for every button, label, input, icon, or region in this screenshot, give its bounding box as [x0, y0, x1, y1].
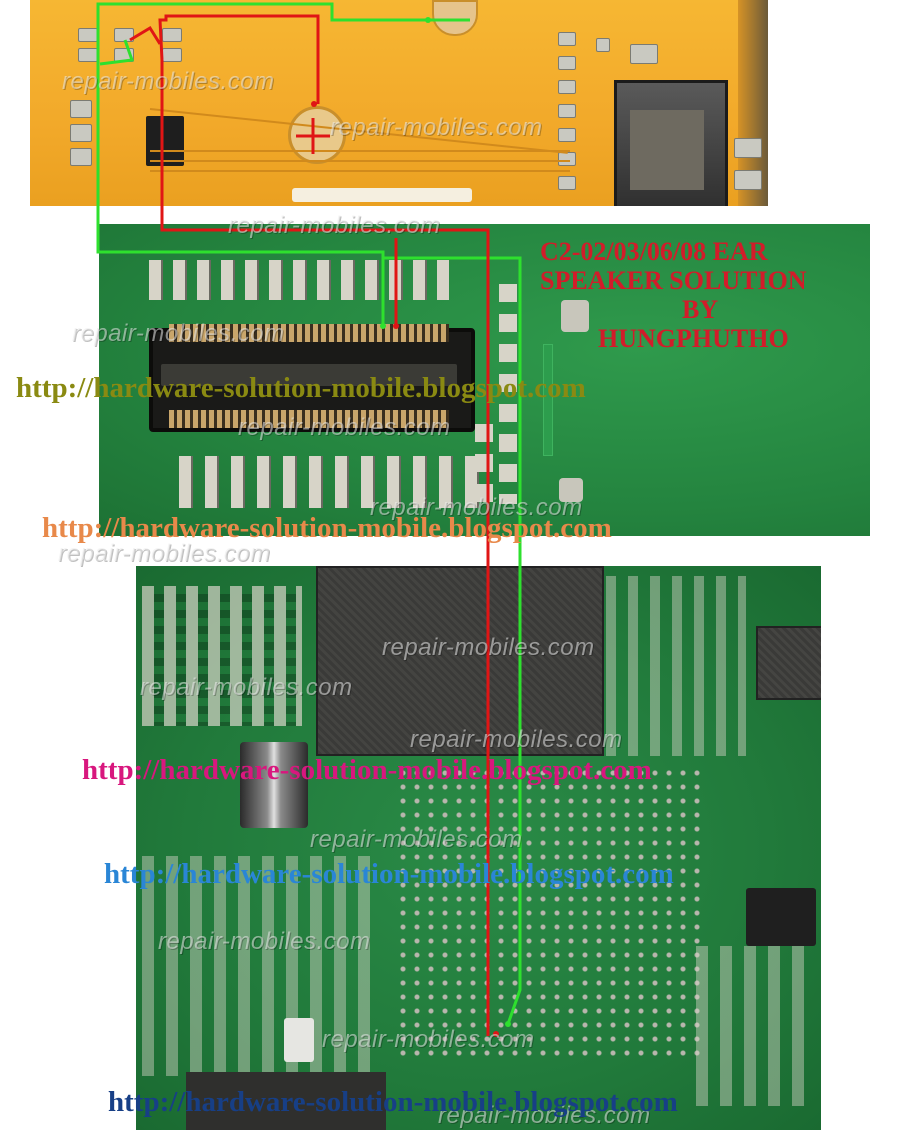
watermark: repair-mobiles.com [238, 414, 451, 441]
top-contact-pad [432, 0, 478, 36]
title-line-4: HUNGPHUTHO [598, 324, 789, 353]
watermark: repair-mobiles.com [310, 826, 523, 853]
flex-trace [150, 150, 570, 152]
flex-pad [558, 152, 576, 166]
flex-pad [558, 32, 576, 46]
flex-pad [70, 100, 92, 118]
flex-pad [114, 28, 134, 42]
flex-pad [70, 148, 92, 166]
title-line-1: C2-02/03/06/08 EAR [540, 237, 768, 266]
flex-pad [558, 128, 576, 142]
flex-trace [150, 160, 570, 162]
watermark: repair-mobiles.com [228, 212, 441, 239]
flex-pad [162, 28, 182, 42]
flex-text-strip [292, 188, 472, 202]
flex-pad [114, 48, 134, 62]
flex-pad [596, 38, 610, 52]
title-line-3: BY [682, 295, 719, 324]
watermark: repair-mobiles.com [438, 1102, 651, 1129]
watermark: repair-mobiles.com [322, 1026, 535, 1053]
watermark: repair-mobiles.com [330, 114, 543, 141]
title-line-2: SPEAKER SOLUTION [540, 266, 807, 295]
bottom-connector [186, 1072, 386, 1130]
watermark: repair-mobiles.com [410, 726, 623, 753]
white-cap [284, 1018, 314, 1062]
flex-ic [146, 116, 184, 166]
flex-pad [734, 170, 762, 190]
blog-url-4: http://hardware-solution-mobile.blogspot… [104, 858, 674, 890]
blog-url-2: http://hardware-solution-mobile.blogspot… [42, 512, 612, 544]
flex-pad [558, 56, 576, 70]
flex-pad [630, 44, 658, 64]
ground-pad [559, 478, 583, 502]
flex-pad [162, 48, 182, 62]
watermark: repair-mobiles.com [158, 928, 371, 955]
board-trace [543, 344, 553, 456]
right-components [696, 946, 816, 1106]
flex-pad [78, 48, 98, 62]
flex-pad [558, 176, 576, 190]
flex-trace [150, 170, 570, 172]
speaker-flex-photo [30, 0, 768, 206]
diagram-title: C2-02/03/06/08 EAR SPEAKER SOLUTION BY H… [540, 237, 850, 353]
flex-pad [558, 104, 576, 118]
flex-pad [558, 80, 576, 94]
blog-url-1: http://hardware-solution-mobile.blogspot… [16, 372, 586, 404]
ground-pad [561, 300, 589, 332]
watermark: repair-mobiles.com [72, 320, 285, 347]
side-chip [756, 626, 821, 700]
flex-pad [734, 138, 762, 158]
watermark: repair-mobiles.com [382, 634, 595, 661]
bga-area [396, 766, 706, 1056]
blog-url-3: http://hardware-solution-mobile.blogspot… [82, 754, 652, 786]
marked-ic [746, 888, 816, 946]
left-components [142, 586, 302, 726]
watermark: repair-mobiles.com [370, 494, 583, 521]
flex-connector-inner [630, 110, 704, 190]
flex-pad [70, 124, 92, 142]
component-row-top [149, 260, 449, 300]
watermark: repair-mobiles.com [58, 540, 271, 567]
watermark: repair-mobiles.com [62, 68, 275, 95]
right-components [606, 576, 746, 756]
flex-pad [78, 28, 98, 42]
watermark: repair-mobiles.com [140, 674, 353, 701]
blog-url-5: http://hardware-solution-mobile.blogspot… [108, 1086, 678, 1118]
